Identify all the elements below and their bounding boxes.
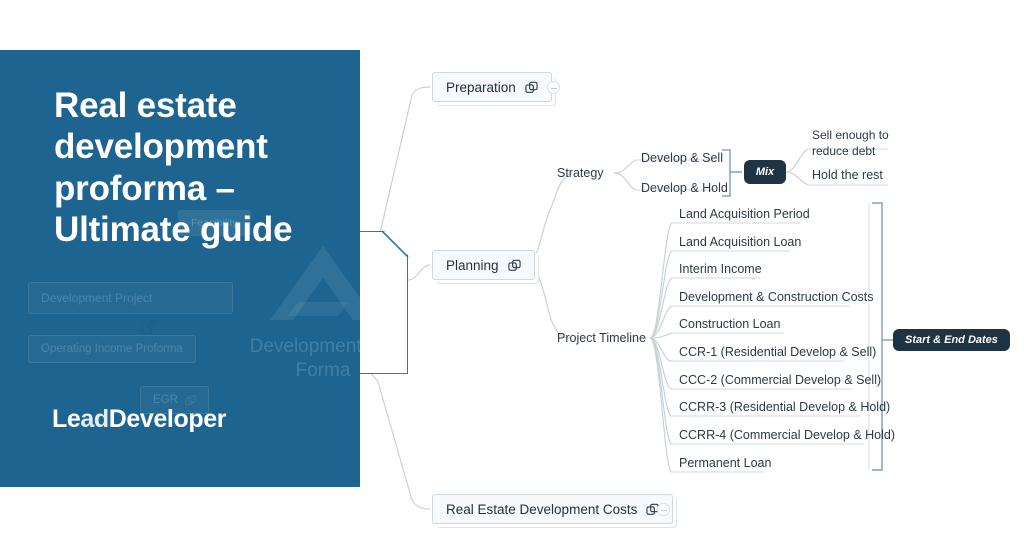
brand-watermark: Development Pro Forma <box>228 240 360 440</box>
brand-logo: LeadDeveloper <box>52 405 226 434</box>
node-preparation[interactable]: Preparation <box>432 72 552 102</box>
ghost-node-development-project: Development Project <box>28 282 233 314</box>
ghost-label-operating-income-proforma: Operating Income Proforma <box>41 343 183 355</box>
ghost-node-egr: EGR <box>140 386 209 414</box>
copy-icon[interactable] <box>525 81 538 94</box>
copy-icon[interactable] <box>507 259 521 272</box>
leaf-timeline-item[interactable]: CCC-2 (Commercial Develop & Sell) <box>679 373 882 387</box>
copy-icon <box>185 395 196 405</box>
badge-mix[interactable]: Mix <box>744 160 786 184</box>
leaf-timeline-item[interactable]: Development & Construction Costs <box>679 290 874 304</box>
page-fold-line-icon <box>381 230 409 258</box>
node-real-estate-development-costs[interactable]: Real Estate Development Costs <box>432 494 674 524</box>
leaf-timeline-item[interactable]: Permanent Loan <box>679 456 772 470</box>
triangle-mark-icon <box>270 246 360 320</box>
watermark-label: Development Pro Forma <box>249 336 360 381</box>
leaf-hold-the-rest[interactable]: Hold the rest <box>812 168 883 182</box>
brand-text-developer: Developer <box>108 405 227 433</box>
collapse-toggle-real-estate-development-costs[interactable] <box>657 503 670 516</box>
ghost-label-feasibility: Feasibility <box>191 217 238 229</box>
page-title: Real estate development proforma – Ultim… <box>54 86 293 249</box>
leaf-timeline-item[interactable]: Construction Loan <box>679 317 781 331</box>
node-label-preparation: Preparation <box>446 79 516 95</box>
leaf-timeline-item[interactable]: Interim Income <box>679 262 762 276</box>
ghost-node-feasibility: Feasibility <box>178 210 251 236</box>
collapse-toggle-preparation[interactable] <box>547 81 560 94</box>
ghost-label-development-project: Development Project <box>41 291 153 305</box>
external-link-icon[interactable] <box>140 318 157 335</box>
leaf-timeline-item[interactable]: Land Acquisition Loan <box>679 235 802 249</box>
brand-text-lead: Le <box>52 405 81 433</box>
leaf-timeline-item[interactable]: CCRR-4 (Commercial Develop & Hold) <box>679 428 896 442</box>
node-label-real-estate-development-costs: Real Estate Development Costs <box>446 501 638 517</box>
leaf-project-timeline[interactable]: Project Timeline <box>557 331 646 345</box>
leaf-timeline-item[interactable]: CCR-1 (Residential Develop & Sell) <box>679 345 877 359</box>
leaf-develop-and-sell[interactable]: Develop & Sell <box>641 151 723 165</box>
ghost-node-operating-income-proforma: Operating Income Proforma <box>28 335 196 363</box>
brand-text-ad: ad <box>80 405 109 433</box>
leaf-develop-and-hold[interactable]: Develop & Hold <box>641 181 728 195</box>
badge-start-and-end-dates[interactable]: Start & End Dates <box>893 329 1010 351</box>
leaf-sell-enough-to-reduce-debt[interactable]: Sell enough to reduce debt <box>812 128 889 158</box>
hero-panel: Feasibility Development Project Operatin… <box>0 50 360 487</box>
leaf-timeline-item[interactable]: CCRR-3 (Residential Develop & Hold) <box>679 400 891 414</box>
node-planning[interactable]: Planning <box>432 250 535 280</box>
node-label-planning: Planning <box>446 257 499 273</box>
leaf-timeline-item[interactable]: Land Acquisition Period <box>679 207 810 221</box>
ghost-label-egr: EGR <box>153 394 178 406</box>
leaf-strategy[interactable]: Strategy <box>557 166 604 180</box>
